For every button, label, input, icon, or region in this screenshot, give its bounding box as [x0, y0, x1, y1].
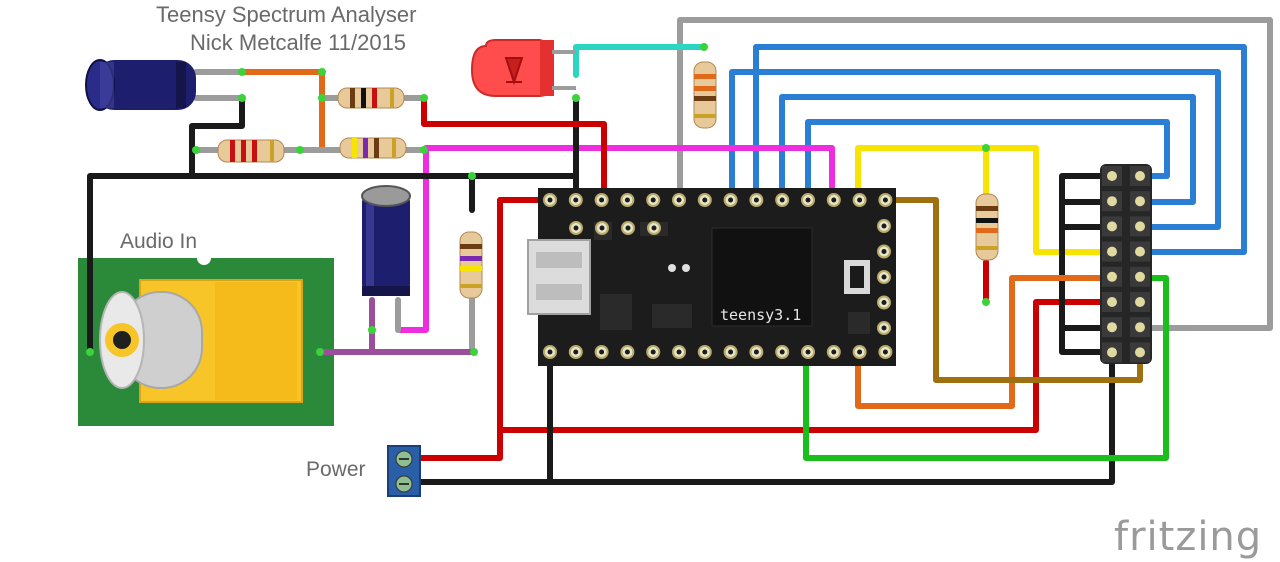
electrolytic-capacitor-middle: [361, 185, 411, 296]
header-pin: [1107, 171, 1117, 181]
header-pin: [1135, 297, 1145, 307]
header-pin: [1135, 271, 1145, 282]
teensy-pin-hole: [805, 349, 811, 355]
resistor-vertical-right: [975, 193, 999, 261]
teensy-pin-hole: [650, 349, 656, 355]
teensy-pin-hole: [547, 349, 553, 355]
power-terminal: Power: [306, 445, 421, 497]
header-pin: [1107, 347, 1117, 358]
audio-in-label: Audio In: [120, 230, 197, 253]
teensy-pin-hole: [857, 197, 863, 203]
teensy-pin-hole: [624, 349, 630, 355]
fritzing-watermark: fritzing: [1114, 514, 1262, 560]
teensy-pin-hole: [831, 349, 837, 355]
electrolytic-capacitor-top: [85, 59, 196, 111]
teensy-pin-hole: [805, 197, 811, 203]
header-pin: [1107, 322, 1117, 333]
title-line-2: Nick Metcalfe 11/2015: [190, 30, 406, 55]
teensy-board-label: teensy3.1: [720, 306, 801, 324]
teensy-pin-hole: [624, 197, 630, 203]
teensy-pin-hole: [650, 197, 656, 203]
wire-endpoints: [86, 43, 990, 356]
teensy-pin-hole: [702, 197, 708, 203]
teensy-board: teensy3.1: [527, 188, 896, 366]
header-pin: [1135, 246, 1145, 257]
teensy-pin-hole: [573, 349, 579, 355]
teensy-pin-hole: [881, 300, 887, 305]
teensy-pin-hole: [753, 197, 759, 203]
teensy-pin-hole: [676, 349, 682, 355]
teensy-pin-hole: [779, 349, 785, 355]
teensy-pin-hole: [651, 225, 657, 231]
teensy-pin-hole: [728, 197, 734, 203]
header-pin: [1107, 221, 1117, 232]
resistor-middle: [339, 137, 407, 159]
header-pin: [1107, 297, 1117, 307]
teensy-pin-hole: [881, 325, 887, 331]
teensy-pin-hole: [599, 197, 605, 203]
teensy-pin-hole: [882, 197, 888, 203]
teensy-pin-hole: [547, 197, 553, 203]
header-pins: [1102, 166, 1150, 363]
resistor-left: [217, 139, 285, 163]
teensy-pin-hole: [753, 349, 759, 355]
resistor-led: [693, 61, 717, 129]
wires: [87, 17, 1273, 485]
header-pin: [1107, 271, 1117, 282]
teensy-pin-hole: [676, 197, 682, 203]
red-led: [470, 39, 576, 97]
header-pin: [1135, 347, 1145, 358]
resistor-vertical-right-of-cap: [459, 231, 483, 299]
teensy-pin-hole: [881, 249, 887, 254]
header-pin: [1135, 196, 1145, 207]
teensy-pin-hole: [831, 197, 837, 203]
pin-header-2x8: [1100, 164, 1152, 364]
teensy-pin-hole: [882, 349, 888, 355]
header-pin: [1135, 171, 1145, 181]
teensy-pin-hole: [881, 223, 887, 229]
teensy-pin-hole: [573, 197, 579, 203]
power-label: Power: [306, 458, 366, 481]
teensy-pins: [543, 193, 893, 359]
header-pin: [1107, 246, 1117, 257]
title-line-1: Teensy Spectrum Analyser: [156, 2, 416, 27]
teensy-pin-hole: [857, 349, 863, 355]
header-pin: [1135, 221, 1145, 232]
resistor-top: [337, 87, 405, 109]
teensy-pin-hole: [779, 197, 785, 203]
teensy-pin-hole: [702, 349, 708, 355]
teensy-pin-hole: [728, 349, 734, 355]
audio-jack: Audio In: [78, 230, 334, 426]
teensy-pin-hole: [625, 225, 631, 231]
teensy-pin-hole: [599, 225, 605, 231]
header-pin: [1107, 196, 1117, 207]
teensy-pin-hole: [881, 274, 887, 280]
header-pin: [1135, 322, 1145, 333]
teensy-pin-hole: [599, 349, 605, 355]
teensy-pin-hole: [573, 225, 579, 231]
